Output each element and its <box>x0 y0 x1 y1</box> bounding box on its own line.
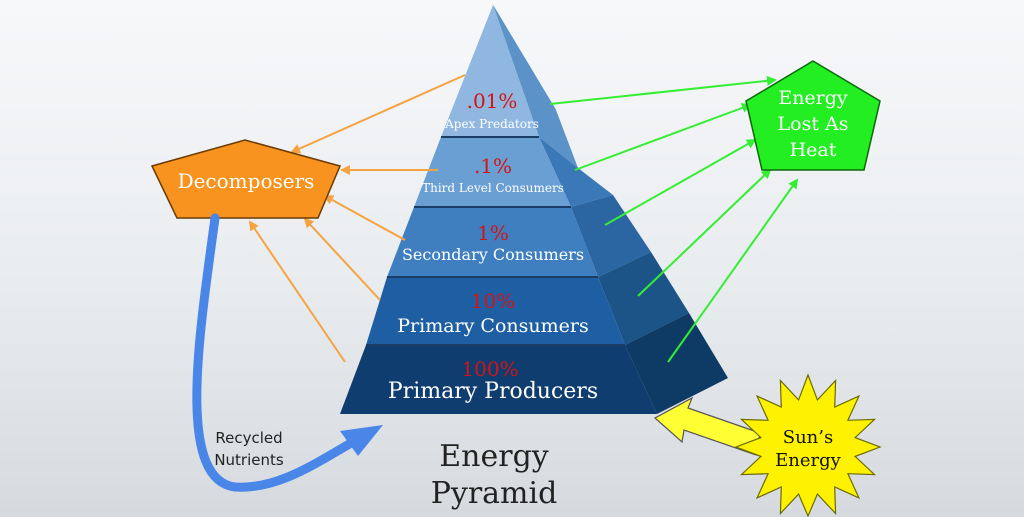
pyramid-side <box>493 5 728 414</box>
decomposers-box: Decomposers <box>150 139 342 219</box>
level-band-primary-consumers <box>366 277 625 345</box>
pyramid-front <box>340 5 657 414</box>
level-percent-primary-producers: 100% <box>461 357 518 381</box>
heat-label-line1: Energy <box>778 87 848 109</box>
diagram-title-line2: Pyramid <box>431 476 558 511</box>
level-label-third: Third Level Consumers <box>422 181 564 195</box>
level-band-apex <box>441 5 539 137</box>
level-band-secondary <box>387 207 598 277</box>
heat-label-line2: Lost As <box>778 113 849 135</box>
level-label-secondary: Secondary Consumers <box>402 245 584 264</box>
orange-arrows <box>248 74 466 363</box>
sun-arrow <box>653 396 761 456</box>
decomposers-label: Decomposers <box>178 169 315 193</box>
heat-box: Energy Lost As Heat <box>745 60 881 171</box>
heat-label-line3: Heat <box>790 139 837 161</box>
sun-label-line1: Sun’s <box>783 427 833 448</box>
level-label-primary-consumers: Primary Consumers <box>397 315 588 337</box>
level-percent-primary-consumers: 10% <box>471 289 515 313</box>
recycled-label-line1: Recycled <box>215 429 282 447</box>
recycled-nutrients-arrow <box>192 213 383 492</box>
level-percent-third: .1% <box>474 154 512 178</box>
level-band-third <box>414 137 571 207</box>
level-band-primary-producers <box>340 345 657 414</box>
sun-icon: Sun’s Energy <box>734 373 882 517</box>
level-label-primary-producers: Primary Producers <box>388 379 598 404</box>
level-label-apex: Apex Predators <box>444 117 539 131</box>
diagram-title-line1: Energy <box>439 439 549 474</box>
recycled-label-line2: Nutrients <box>214 451 284 469</box>
level-percent-secondary: 1% <box>477 221 509 245</box>
green-arrows <box>549 75 799 363</box>
sun-label-line2: Energy <box>775 450 842 471</box>
level-percent-apex: .01% <box>467 89 518 113</box>
